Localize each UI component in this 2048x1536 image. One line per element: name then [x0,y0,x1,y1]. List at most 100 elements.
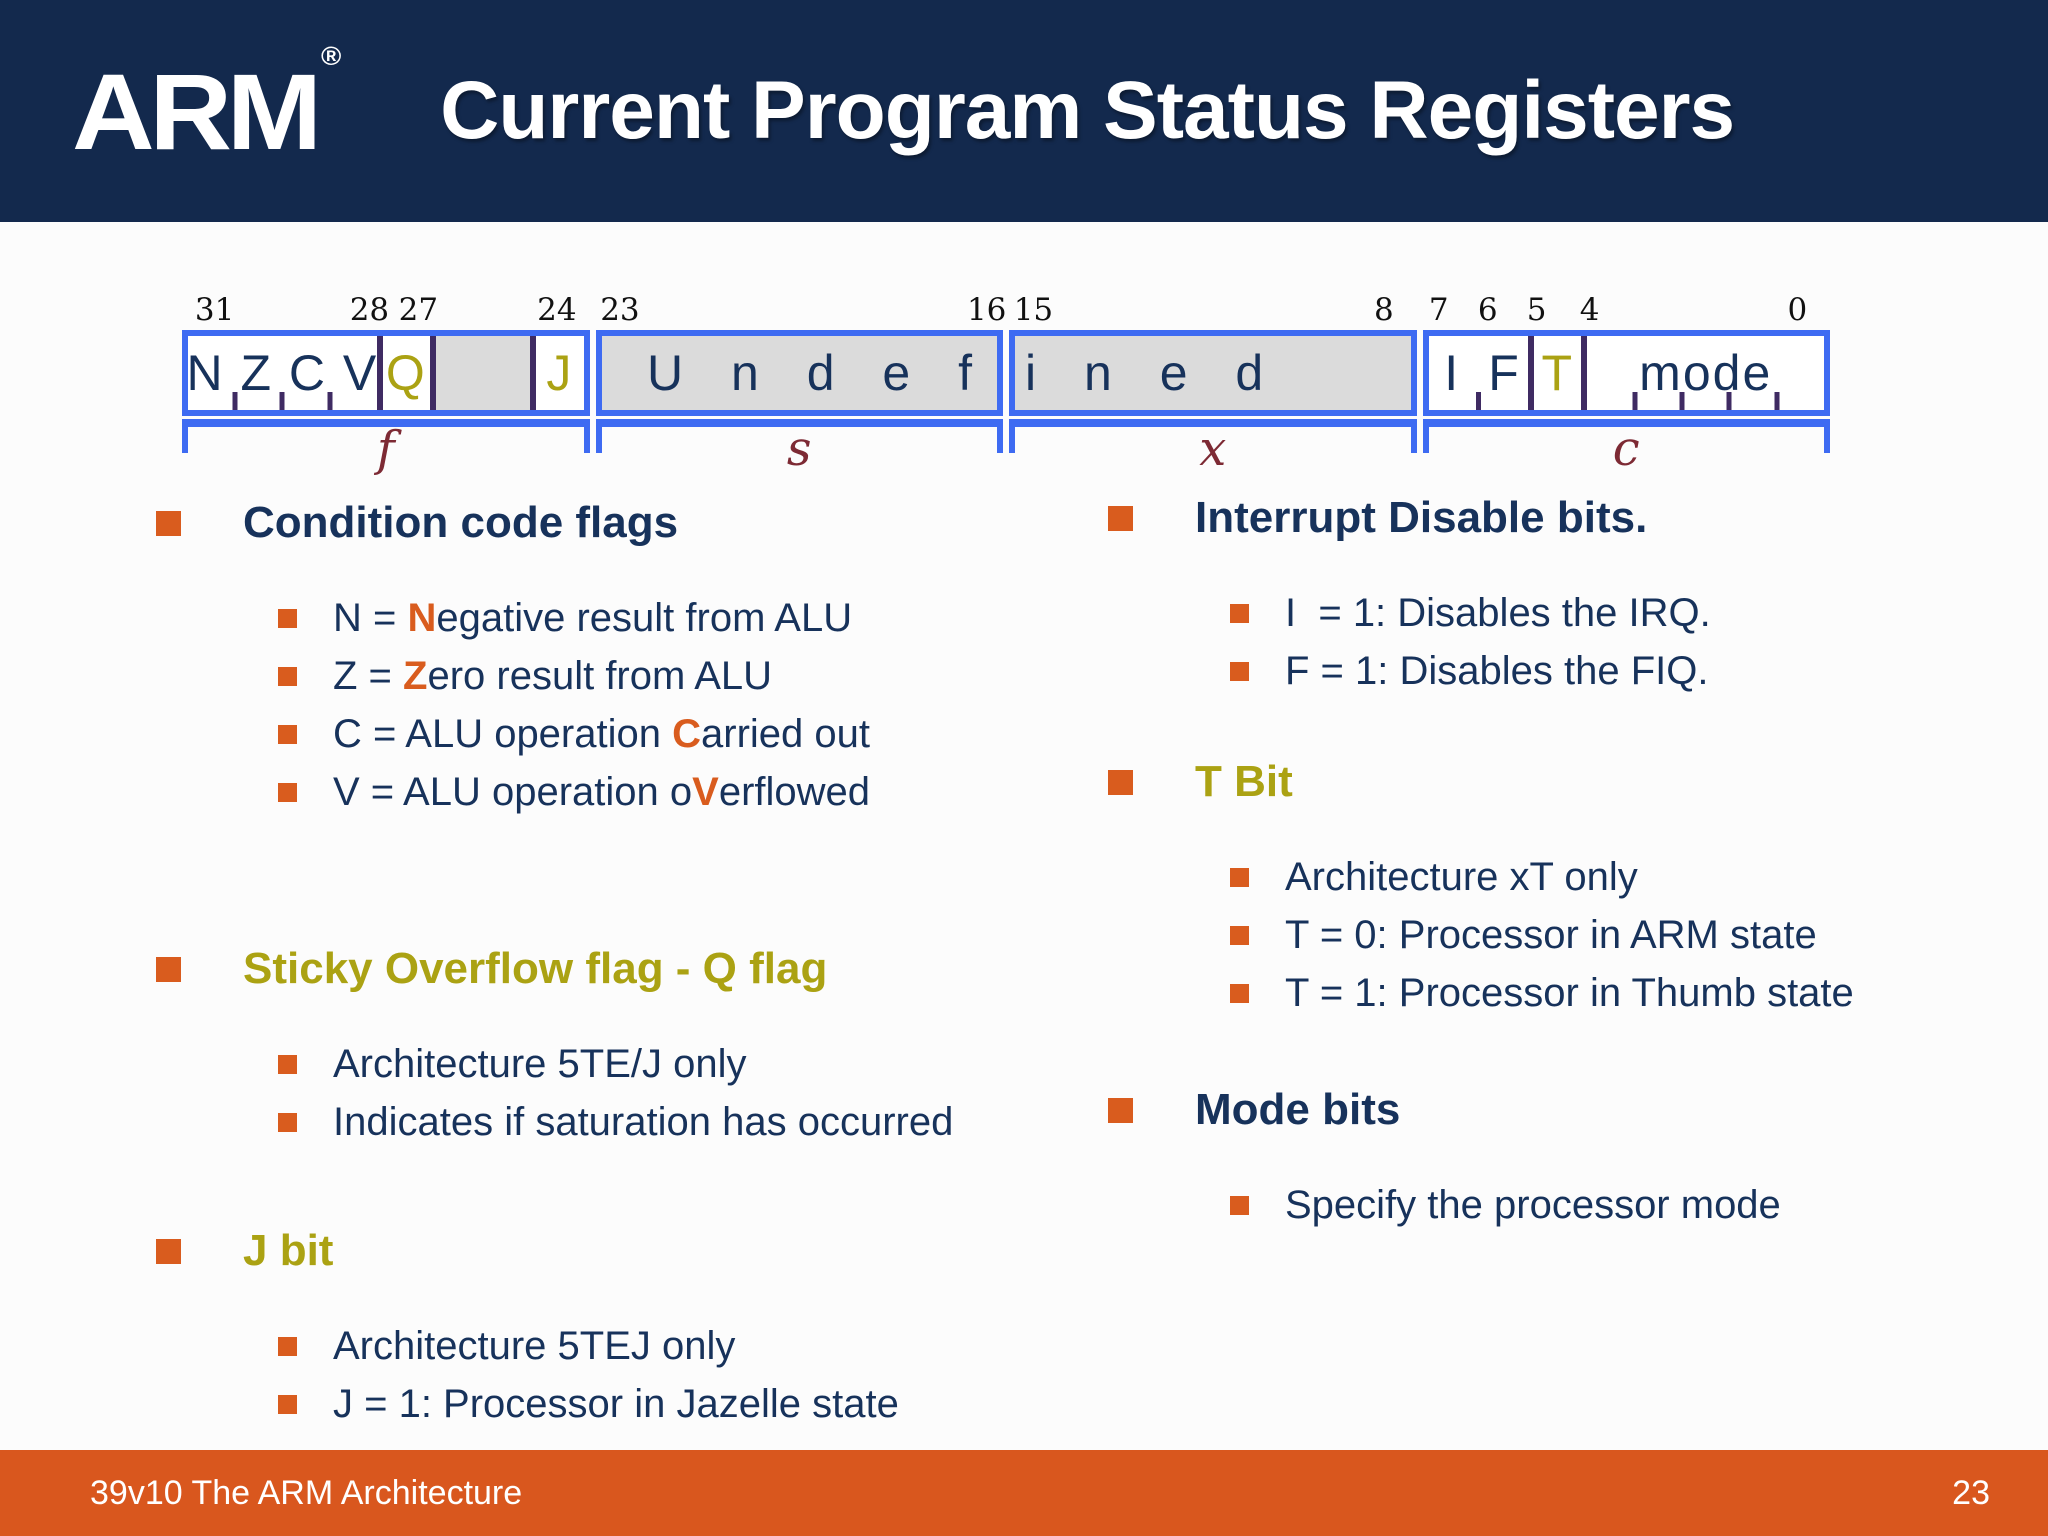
register-cell-text: Q [385,345,427,401]
highlight-letter: V [692,769,719,814]
bit-tick [232,392,238,410]
list-item-text: N = Negative result from ALU [333,595,853,640]
footer-course-label: 39v10 The ARM Architecture [90,1473,523,1512]
field-bracket-x: x [1009,419,1417,475]
sub-bullet-icon [278,724,297,744]
register-cell-text: I [1444,345,1461,401]
section-heading: J bit [243,1226,334,1275]
register-cell: T [1534,336,1581,410]
registered-trademark-icon: ® [321,40,342,71]
register-cell: I [1429,336,1476,410]
list-item: Indicates if saturation has occurred [140,1093,1100,1151]
list-item-text: Indicates if saturation has occurred [333,1099,954,1144]
arm-logo: ARM® [72,41,341,174]
highlight-letter: Z [403,653,428,698]
bullet-icon [156,510,181,536]
bit-divider [429,336,436,410]
register-cell-text: N Z C V [186,345,379,401]
list-item-text: Architecture 5TEJ only [333,1323,736,1368]
list-item: Architecture xT only [1092,848,2032,906]
section-header: Interrupt Disable bits. [1092,492,2032,544]
section-heading: Interrupt Disable bits. [1195,493,1648,542]
list-item-text: Z = Zero result from ALU [333,653,773,698]
page-title: Current Program Status Registers [440,65,1735,156]
bit-divider [1528,336,1535,410]
list-item-text: T = 1: Processor in Thumb state [1285,970,1854,1015]
left-column: Condition code flags N = Negative result … [140,497,1100,1433]
bit-label: 28 [349,292,390,328]
register-cell: U n d e f [602,336,998,410]
list-item: F = 1: Disables the FIQ. [1092,642,2032,700]
bit-label: 5 [1526,292,1547,328]
register-cell: Q [383,336,430,410]
bit-label: 0 [1787,292,1808,328]
bit-label: 27 [398,292,439,328]
sub-bullet-icon [278,1054,297,1074]
register-cell-text: U n d e f [647,345,989,401]
bit-label: 24 [537,292,577,328]
sub-bullet-icon [1230,983,1249,1003]
section: Condition code flags N = Negative result … [140,497,1100,821]
bit-label: 31 [194,292,235,328]
bit-tick [279,392,285,410]
bit-tick [1726,392,1732,410]
list-item-text: T = 0: Processor in ARM state [1285,912,1817,957]
slide-footer: 39v10 The ARM Architecture 23 [0,1450,2048,1536]
bit-tick [1475,392,1481,410]
register-segment-s: U n d e f [595,330,1003,416]
slide-header: ARM® Current Program Status Registers [0,0,2048,222]
list-item: Architecture 5TEJ only [140,1317,1100,1375]
section-header: T Bit [1092,756,2032,808]
list-item-text: V = ALU operation oVerflowed [333,769,871,814]
bit-divider [1581,336,1588,410]
bit-label: 16 [966,292,1007,328]
sub-bullet-icon [278,782,297,802]
list-item: T = 0: Processor in ARM state [1092,906,2032,964]
list-item-text: C = ALU operation Carried out [333,711,870,756]
list-item: Z = Zero result from ALU [140,647,1100,705]
list-item: Architecture 5TE/J only [140,1035,1100,1093]
list-item-text: Architecture 5TE/J only [333,1041,747,1086]
highlight-letter: C [672,711,701,756]
highlight-letter: N [407,595,437,640]
bullet-icon [1108,505,1133,531]
footer-page-number: 23 [1952,1473,1990,1512]
arm-logo-text: ARM [72,50,322,172]
register-cell-text: mode [1639,345,1773,401]
sub-bullet-icon [1230,661,1249,681]
bit-divider [376,336,383,410]
bit-label: 8 [1374,292,1394,328]
section-header: Condition code flags [140,497,1100,549]
register-cell: N Z C V [186,336,379,410]
list-item-text: Specify the processor mode [1285,1182,1781,1227]
section-header: J bit [140,1225,1100,1277]
register-cell: J [536,336,583,410]
sub-bullet-icon [1230,1195,1249,1215]
field-bracket-f: f [182,419,590,475]
register-segment-x: i n e d [1009,330,1417,416]
sub-bullet-icon [278,666,297,686]
bit-tick [327,392,333,410]
list-item-text: I = 1: Disables the IRQ. [1285,590,1711,635]
sub-bullet-icon [278,608,297,628]
bullet-icon [156,1238,181,1264]
bit-tick [1679,392,1685,410]
bit-divider [530,336,537,410]
list-item: I = 1: Disables the IRQ. [1092,584,2032,642]
list-item: N = Negative result from ALU [140,589,1100,647]
register-cell-text: J [546,345,574,401]
bit-label: 15 [1013,292,1054,328]
list-item: Specify the processor mode [1092,1176,2032,1234]
section-heading: Mode bits [1195,1085,1401,1134]
bit-label: 6 [1477,292,1498,328]
register-cell-text: T [1541,345,1575,401]
list-item: C = ALU operation Carried out [140,705,1100,763]
